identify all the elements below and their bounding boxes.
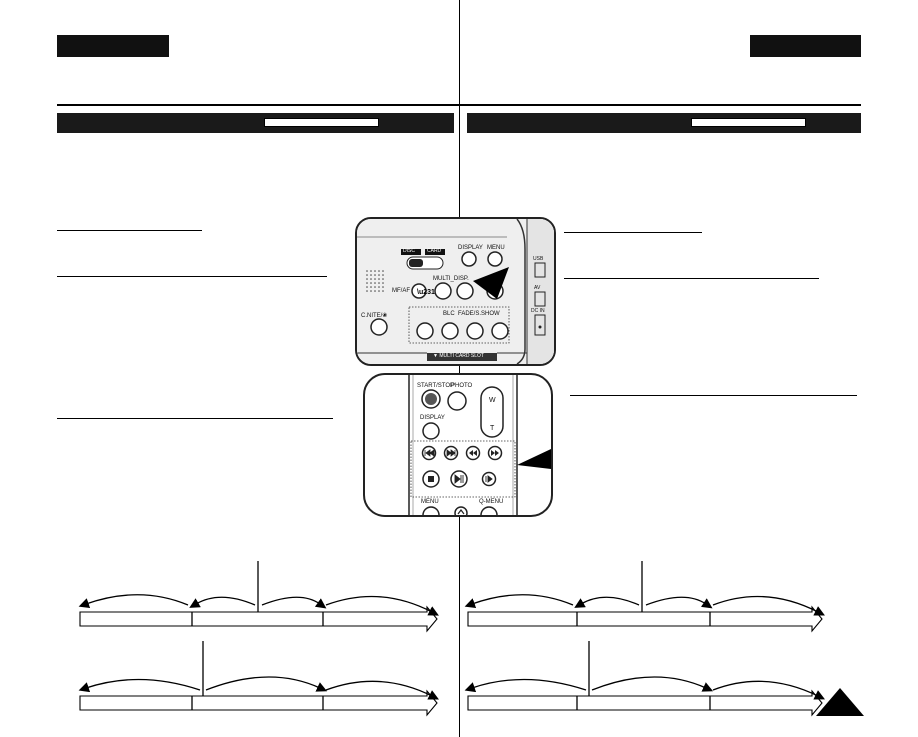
- heading-rule-right-2: [564, 278, 819, 279]
- up-arrow-icon: [457, 509, 465, 515]
- av-label: AV: [534, 285, 541, 291]
- heading-rule-left-3: [57, 418, 333, 419]
- page-divider: [459, 0, 460, 737]
- dc-in-label: DC IN: [531, 308, 545, 314]
- timeline-right-2: [464, 641, 826, 717]
- camcorder-drawing: \u2316: [357, 219, 554, 364]
- remote-illustration: START/STOP PHOTO DISPLAY W T MENU Q-MENU: [363, 373, 553, 517]
- heading-rule-left-2: [57, 276, 327, 277]
- display-label: DISPLAY: [458, 245, 483, 251]
- section-bar-inset-left: [264, 118, 379, 127]
- remote-pointer-arrow-icon: [517, 449, 551, 469]
- speaker-grille: [366, 270, 384, 292]
- mf-af-label: MF/AF: [392, 288, 410, 294]
- menu-label: MENU: [487, 245, 505, 251]
- zoom-w-label: W: [489, 397, 496, 404]
- remote-menu-label: MENU: [421, 499, 439, 505]
- language-tab-left: [57, 35, 169, 57]
- rewind-icon: [469, 450, 477, 456]
- section-bar-inset-right: [691, 118, 806, 127]
- remote-display-label: DISPLAY: [420, 415, 445, 421]
- timeline-right-1: [464, 561, 825, 633]
- q-menu-label: Q-MENU: [479, 499, 504, 505]
- fast-forward-icon: [491, 450, 499, 456]
- heading-rule-left-1: [57, 230, 202, 231]
- timeline-left-1: [78, 561, 439, 633]
- skip-forward-icon: [446, 449, 456, 457]
- heading-rule-right-1: [564, 232, 702, 233]
- c-nite-label: C.NITE/❀: [361, 313, 388, 319]
- usb-label: USB: [533, 256, 544, 262]
- photo-label: PHOTO: [451, 383, 473, 389]
- start-stop-label: START/STOP: [417, 383, 455, 389]
- camcorder-illustration: \u2316 DISC CARD DISPLAY MENU MULTI_DISP…: [355, 217, 556, 366]
- section-bar-left: [57, 113, 454, 133]
- switch-disc-label: DISC: [403, 248, 415, 254]
- section-bar-right: [467, 113, 861, 133]
- remote-drawing: [408, 375, 551, 515]
- card-slot-label: ▼ MULTI CARD SLOT: [433, 353, 484, 359]
- play-pause-icon: [454, 474, 464, 484]
- switch-card-label: CARD: [427, 248, 442, 254]
- next-page-triangle-icon: [816, 688, 864, 716]
- pointer-arrow-icon: [473, 267, 509, 299]
- skip-back-icon: [424, 449, 435, 457]
- multi-disp-label: MULTI_DISP.: [433, 276, 469, 282]
- heading-rule-right-3: [570, 395, 857, 396]
- zoom-t-label: T: [490, 425, 495, 432]
- fade-slide-label: FADE/S.SHOW: [458, 311, 500, 317]
- svg-text:\u2316: \u2316: [417, 289, 439, 296]
- language-tab-right: [750, 35, 861, 57]
- blc-label: BLC: [443, 311, 455, 317]
- slow-play-icon: [485, 475, 493, 483]
- timeline-left-2: [78, 641, 439, 717]
